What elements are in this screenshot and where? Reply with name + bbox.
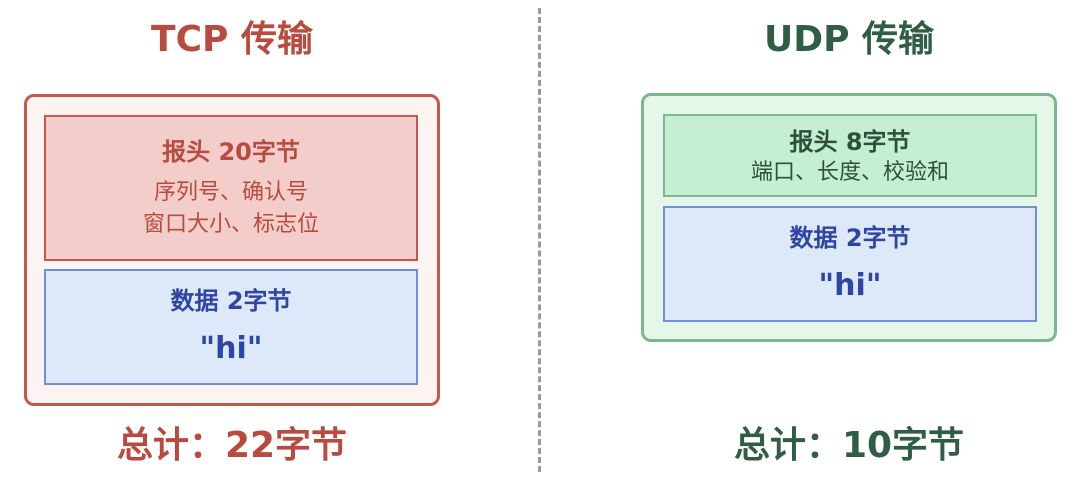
udp-data-title: 数据 2字节 <box>789 224 911 252</box>
tcp-data-box: 数据 2字节 "hi" <box>44 269 418 385</box>
tcp-data-payload: "hi" <box>199 331 263 366</box>
udp-data-payload: "hi" <box>818 268 882 303</box>
dashed-divider <box>538 8 541 472</box>
tcp-title: TCP 传输 <box>151 19 313 60</box>
udp-title: UDP 传输 <box>763 19 935 60</box>
tcp-data-title: 数据 2字节 <box>170 287 292 315</box>
udp-header-detail: 端口、长度、校验和 <box>750 159 949 185</box>
udp-data-box: 数据 2字节 "hi" <box>663 206 1037 322</box>
udp-header-box: 报头 8字节 端口、长度、校验和 <box>663 114 1037 197</box>
tcp-header-box: 报头 20字节 序列号、确认号 窗口大小、标志位 <box>44 115 418 261</box>
udp-total: 总计：10字节 <box>733 425 965 466</box>
tcp-header-detail-2: 窗口大小、标志位 <box>142 212 319 237</box>
udp-header-title: 报头 8字节 <box>789 127 911 156</box>
tcp-total: 总计：22字节 <box>116 425 348 466</box>
tcp-header-title: 报头 20字节 <box>162 138 300 166</box>
tcp-header-detail-1: 序列号、确认号 <box>153 180 308 205</box>
